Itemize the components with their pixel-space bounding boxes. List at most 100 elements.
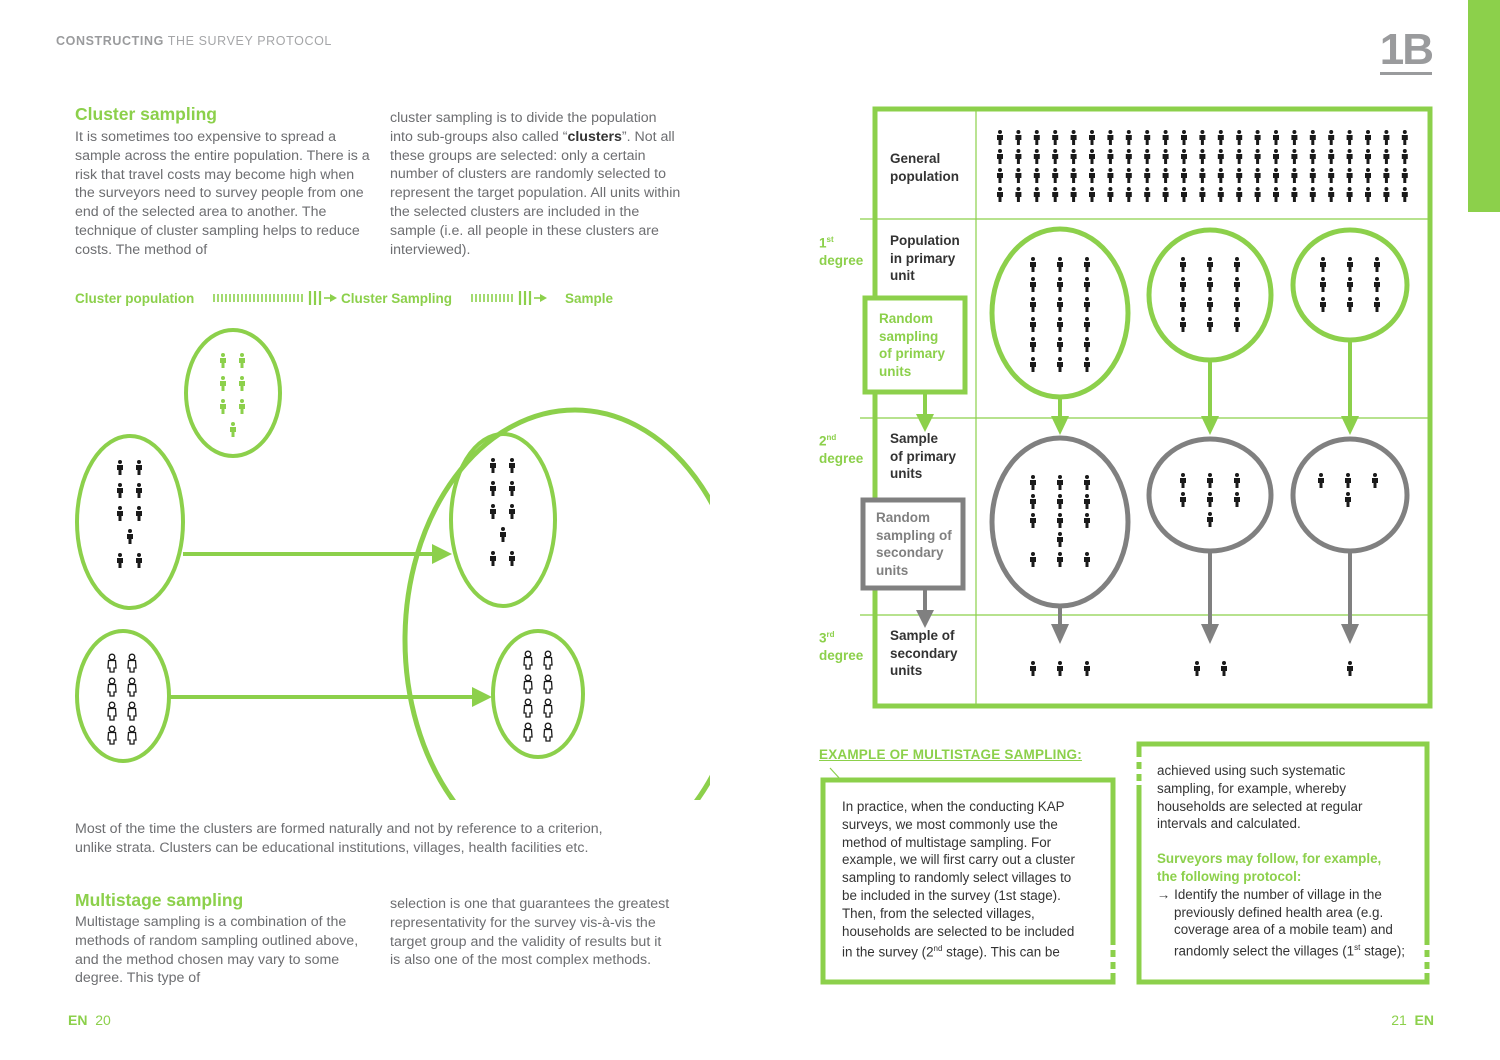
flow-step-cluster-sampling: Cluster Sampling	[341, 291, 453, 306]
cluster-small-top-people	[220, 353, 245, 437]
random-sampling-secondary-text: Random sampling of secondary units	[876, 509, 952, 579]
cluster-sampling-col2: cluster sampling is to divide the popula…	[390, 109, 682, 259]
example-left-line: sampling to randomly select villages to	[842, 870, 1072, 886]
example-left-line: In practice, when the conducting KAP	[842, 799, 1065, 814]
example-right-line: sampling, for example, whereby	[1157, 780, 1347, 796]
diagram-frame	[872, 106, 1433, 709]
random-sampling-secondary-box	[860, 497, 966, 591]
degree-3-sup: rd	[826, 630, 835, 639]
selected-cluster-1	[449, 432, 557, 608]
clusters-term: clusters	[567, 128, 622, 145]
degree-2-ordinal: 2nd	[819, 429, 863, 450]
example-left-line: surveys, we most commonly use the	[842, 816, 1058, 832]
sampled-primary-unit-1-people	[1030, 475, 1090, 567]
big-cluster-circle	[402, 407, 710, 800]
green-arrow-3	[1341, 340, 1359, 435]
side-tab-marker	[1468, 0, 1500, 212]
clusters-note: Most of the time the clusters are formed…	[75, 821, 603, 856]
cluster-arrow-2	[169, 687, 492, 707]
row-label-primary-line3: unit	[890, 268, 915, 283]
running-header-rest: THE SURVEY PROTOCOL	[163, 34, 332, 48]
row-label-sample-secondary-line2: secondary	[890, 645, 958, 661]
box-arrow-primary	[916, 392, 934, 432]
footer-left-page-number: 20	[95, 1012, 111, 1028]
row-label-sample-primary: Sample of primary units	[890, 430, 956, 483]
random-sampling-primary-box	[862, 295, 968, 395]
col2-text-post: ”. Not all these groups are selected: on…	[390, 128, 681, 258]
cluster-sampling-heading: Cluster sampling	[75, 104, 217, 124]
degree-1-word: degree	[819, 253, 864, 268]
primary-unit-1-people	[1030, 257, 1090, 372]
degree-2-sup: nd	[826, 433, 837, 442]
sampled-primary-unit-2-people	[1180, 473, 1240, 527]
example-left-line: be included in the survey (1st stage).	[842, 887, 1061, 903]
flow-arrows	[213, 291, 547, 305]
row-label-primary-line1: Population	[890, 233, 960, 248]
box-secondary-line3: secondary	[876, 545, 944, 560]
row-label-sample-primary-line2: of primary	[890, 448, 957, 464]
degree-label-3: 3rd degree	[819, 626, 863, 665]
multistage-diagram	[860, 106, 1433, 709]
degree-3-word: degree	[819, 648, 864, 663]
cluster-bottom-left-people	[107, 653, 137, 745]
primary-unit-2	[1146, 227, 1274, 363]
protocol-item-pre: → Identify the number of village in the …	[1157, 886, 1393, 959]
box-primary-line2: sampling	[879, 328, 939, 344]
flow-step-cluster-population: Cluster population	[75, 291, 195, 306]
green-arrow-1	[1051, 397, 1069, 435]
row-label-sample-secondary-line3: units	[890, 663, 923, 678]
protocol-item-1: → Identify the number of village in the …	[1157, 886, 1422, 961]
cluster-middle-left-people	[117, 460, 142, 568]
chapter-badge: 1B	[1379, 25, 1434, 75]
sampled-primary-unit-3-people	[1318, 473, 1378, 507]
example-left-text: In practice, when the conducting KAP sur…	[842, 798, 1107, 962]
selected-cluster-2	[491, 629, 585, 759]
multistage-sampling-col2: selection is one that guarantees the gre…	[390, 896, 670, 969]
sampled-primary-unit-3	[1290, 436, 1410, 554]
flow-step-sample: Sample	[565, 291, 614, 306]
degree-label-2: 2nd degree	[819, 429, 863, 468]
box-secondary-line1: Random	[876, 510, 930, 525]
row-label-sample-secondary-line1: Sample of	[890, 628, 955, 643]
example-right-line: achieved using such systematic	[1157, 763, 1346, 778]
row-label-primary-unit: Population in primary unit	[890, 232, 960, 285]
example-left-line: method of multistage sampling. For	[842, 834, 1052, 850]
protocol-item-post: stage);	[1360, 943, 1406, 959]
footer-right: 21 EN	[1391, 1012, 1434, 1028]
row-label-sample-primary-line3: units	[890, 466, 923, 481]
multistage-sampling-heading: Multistage sampling	[75, 890, 244, 910]
col2-text-pre: cluster sampling is to divide the popula…	[390, 110, 657, 145]
row-label-sample-secondary: Sample of secondary units	[890, 627, 958, 680]
green-arrow-2	[1201, 360, 1219, 435]
box-primary-line1: Random	[879, 311, 933, 326]
box-primary-line4: units	[879, 363, 912, 379]
example-right-text: achieved using such systematic sampling,…	[1157, 762, 1422, 960]
example-title: EXAMPLE OF MULTISTAGE SAMPLING:	[819, 747, 1082, 762]
example-left-line: example, we will first carry out a clust…	[842, 852, 1075, 868]
multistage-sampling-col1: Multistage sampling is a combination of …	[75, 914, 359, 987]
cluster-small-top	[184, 328, 282, 458]
primary-unit-2-people	[1180, 257, 1240, 332]
flow-arrow-2	[471, 291, 542, 305]
box-secondary-line4: units	[876, 562, 909, 578]
box-arrow-secondary	[916, 588, 934, 628]
row-label-general-text: General population	[890, 151, 959, 184]
degree-1-num: 1	[819, 235, 827, 251]
cluster-arrow-1	[183, 544, 452, 564]
degree-3-ordinal: 3rd	[819, 626, 863, 647]
footer-right-lang: EN	[1414, 1012, 1434, 1028]
running-header: CONSTRUCTING THE SURVEY PROTOCOL	[56, 34, 332, 48]
primary-unit-3-people	[1320, 257, 1380, 312]
example-left-last-sup: nd	[933, 944, 943, 954]
degree-label-1: 1st degree	[819, 231, 863, 270]
example-left-last-post: stage). This can be	[942, 944, 1060, 960]
cluster-sampling-col1: It is sometimes too expensive to spread …	[75, 129, 370, 258]
footer-right-page-number: 21	[1391, 1012, 1407, 1028]
cluster-middle-left	[75, 434, 185, 610]
example-right-line: households are selected at regular	[1157, 798, 1363, 814]
running-header-bold: CONSTRUCTING	[56, 34, 164, 48]
cluster-diagram	[75, 328, 710, 800]
secondary-sample-people	[1030, 661, 1353, 676]
selected-cluster-2-people	[523, 650, 553, 742]
row-label-general-population: General population	[890, 150, 970, 185]
